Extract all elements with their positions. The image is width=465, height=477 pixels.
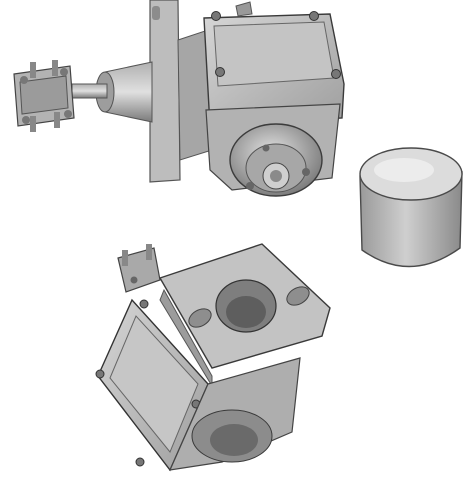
shaft-coupling [13, 60, 75, 132]
switch-housing-with-flange [95, 243, 331, 472]
protective-cap [359, 147, 463, 268]
rotary-limit-switch-assembly [13, 0, 345, 197]
